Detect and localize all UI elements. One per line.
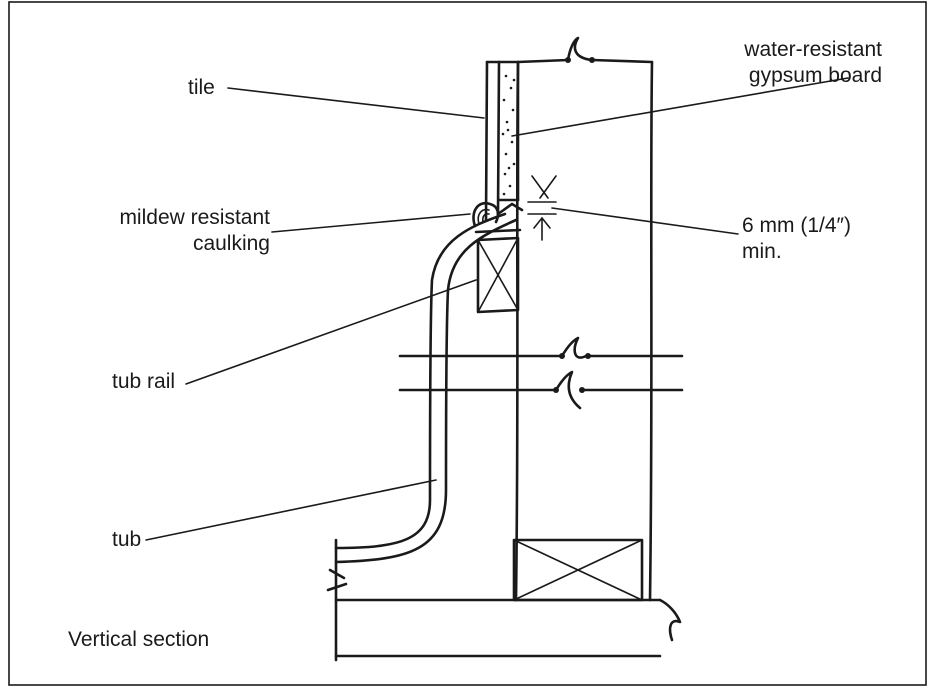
tub-profile [334,212,518,662]
gypsum-board [497,60,520,202]
leader-tub-rail [185,279,477,385]
label-tub-rail: tub rail [112,370,176,393]
gap-dimension [527,175,557,241]
label-caulking-line2: caulking [192,232,270,255]
floor-block [512,538,644,602]
leader-tub [145,479,437,541]
label-tile: tile [188,76,215,99]
tile-layer [484,60,501,222]
break-lines-middle [398,336,684,410]
leader-lines [145,77,849,541]
leader-gypsum [511,77,849,137]
leader-tile [227,87,485,119]
label-tub: tub [112,528,142,551]
tub-rail-block [474,228,522,314]
label-gap-line2: min. [742,240,782,263]
caption: Vertical section [68,628,210,651]
leader-caulking [271,213,471,233]
figure-frame [8,1,927,686]
label-caulking-line1: mildew resistant [119,206,270,229]
subfloor [326,568,682,658]
label-gap-line1: 6 mm (1/4″) [742,214,851,237]
wall-stud [514,36,654,602]
label-gypsum-line1: water-resistant [744,38,882,61]
tub-flange [496,202,524,216]
leader-gap [551,207,739,235]
label-gypsum-line2: gypsum board [748,64,882,87]
